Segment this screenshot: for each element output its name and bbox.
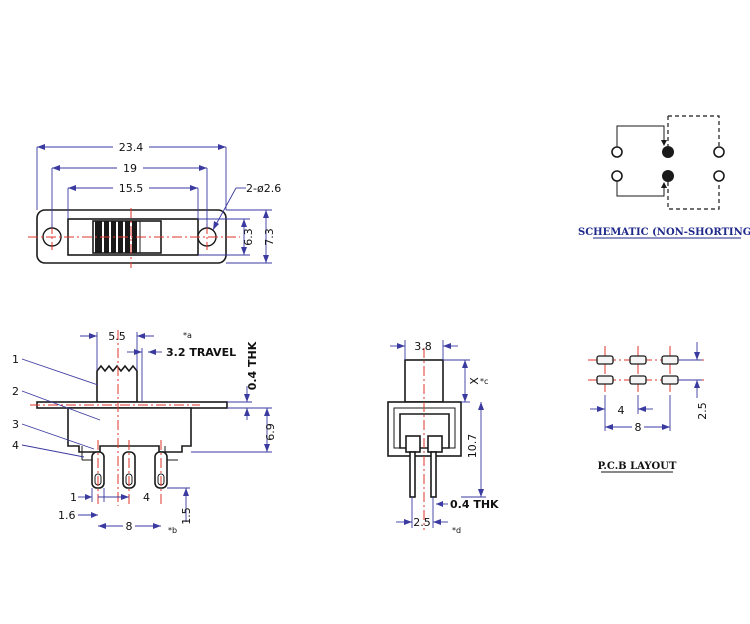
- switch-housing: [67, 407, 192, 453]
- callout-2: 2: [12, 385, 19, 398]
- actuator-knob: [96, 364, 138, 403]
- pcb-caption: P.C.B LAYOUT: [598, 461, 677, 472]
- terminal-pins: [91, 451, 168, 489]
- terminal-1-top: [611, 146, 623, 158]
- callout-3: 3: [12, 418, 19, 431]
- dim-pin-length: 1.5: [180, 507, 193, 525]
- dim-pin-pitch: 4: [143, 491, 150, 504]
- dim-travel: 3.2 TRAVEL: [166, 346, 236, 359]
- dim-hole-spacing: 19: [123, 162, 137, 175]
- dim-hole-diameter: 2-ø2.6: [246, 182, 281, 195]
- terminal-3-top: [713, 146, 725, 158]
- dim-pin-offset: 1.6: [58, 509, 76, 522]
- schematic-caption: SCHEMATIC (NON-SHORTING): [578, 227, 750, 238]
- contact-wire-bottom: [616, 181, 665, 197]
- dim-housing-height: 6.9: [264, 423, 277, 441]
- end-pins: [409, 451, 437, 498]
- dim-pin-span: 8: [126, 520, 133, 533]
- common-terminal-top: [662, 146, 674, 158]
- dim-row-pitch: 2.5: [696, 402, 709, 420]
- note-d: *d: [452, 526, 461, 535]
- dim-pad-span: 8: [635, 421, 642, 434]
- dim-actuator-width: 3.8: [414, 340, 432, 353]
- note-b: *b: [168, 526, 177, 535]
- note-c: *c: [480, 377, 488, 386]
- dim-pin-gap: 2.5: [413, 516, 431, 529]
- dim-plate-thickness: 0.4 THK: [246, 341, 259, 390]
- top-view: 23.4 19 15.5 2-ø2.6 6.3 7: [28, 140, 281, 268]
- note-a: *a: [183, 331, 192, 340]
- callout-4: 4: [12, 439, 19, 452]
- schematic-diagram: SCHEMATIC (NON-SHORTING): [578, 115, 750, 239]
- dim-housing-length: 15.5: [119, 182, 144, 195]
- common-terminal-bottom: [662, 170, 674, 182]
- side-view: 1 2 3 4 5.5 *a 3.2 TRAVEL 0.4 THK: [12, 330, 277, 535]
- dim-actuator-width: 5.5: [108, 330, 126, 343]
- dim-x: X: [468, 377, 481, 385]
- contact-wire-top: [616, 125, 665, 147]
- end-view: 3.8 X *c 10.7 0.4 THK 2.5 *d: [387, 340, 499, 535]
- dim-pad-pitch: 4: [618, 404, 625, 417]
- terminal-1-bottom: [611, 170, 623, 182]
- dim-overall-height: 10.7: [466, 434, 479, 459]
- dim-pin-thickness: 0.4 THK: [450, 498, 499, 511]
- callout-1: 1: [12, 353, 19, 366]
- dim-pin-width: 1: [70, 491, 77, 504]
- dim-housing-height: 6.3: [242, 228, 255, 246]
- pcb-layout: 4 8 2.5 P.C.B LAYOUT: [588, 342, 709, 473]
- alt-path-bottom: [667, 182, 720, 210]
- alt-path-top: [668, 115, 720, 146]
- terminal-3-bottom: [713, 170, 725, 182]
- dim-plate-height: 7.3: [263, 228, 276, 246]
- dim-overall-length: 23.4: [119, 141, 144, 154]
